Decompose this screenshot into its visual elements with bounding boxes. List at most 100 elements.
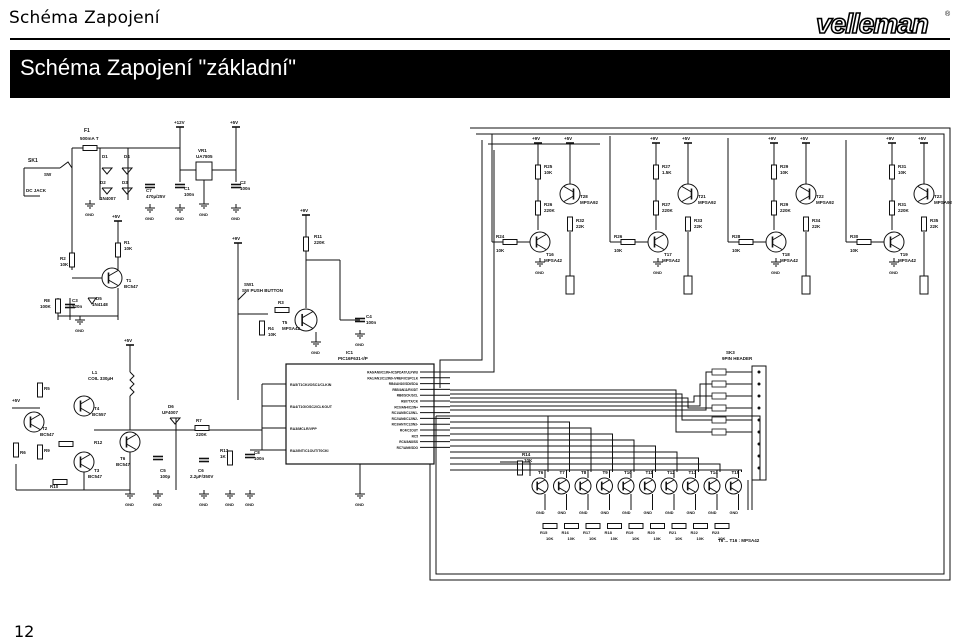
power-label: +9V xyxy=(768,136,776,141)
label-array-transistor: T10 xyxy=(624,470,632,475)
array-feed-wire xyxy=(450,433,613,472)
label-r11: R11 xyxy=(314,234,323,239)
transistor-stage-bottom xyxy=(890,243,901,250)
label-array-transistor: T12 xyxy=(667,470,675,475)
label-stage-r-up: R29 xyxy=(780,164,789,169)
label-stage-r-mid-value: 220K xyxy=(544,208,556,213)
ic1-pin-label-right: RB6/SCK/SCL xyxy=(397,394,418,398)
diode-d1 xyxy=(101,167,114,175)
header-signal-wire xyxy=(450,383,712,407)
transistor-t5 xyxy=(294,308,318,332)
resistor-r10 xyxy=(52,479,68,485)
label-r3: R3 xyxy=(278,300,284,305)
header-signal-wire xyxy=(450,397,712,409)
ic1-pin-label-right: RB7/TX/CK xyxy=(401,400,419,404)
label-r1-value: 10K xyxy=(124,246,133,251)
transistor-array xyxy=(558,479,567,485)
page-number: 12 xyxy=(14,622,35,641)
label-stage-r-up-value: 1.5K xyxy=(662,170,672,175)
label-t4-value: BC557 xyxy=(92,412,107,417)
label-stage-r-out: R34 xyxy=(812,218,821,223)
label-stage-r-up-value: 10K xyxy=(898,170,907,175)
power-label: +12V xyxy=(174,120,185,125)
label-array-note: T6 ... T16 : MPSA42 xyxy=(718,538,760,543)
page-header-title: Schéma Zapojení xyxy=(9,8,160,28)
resistor-array xyxy=(693,523,708,529)
label-d5-value: 1N4148 xyxy=(92,302,108,307)
label-array-resistor-value: 10K xyxy=(718,536,725,541)
label-f1-value: 500mA T xyxy=(80,136,99,141)
transistor-stage-top xyxy=(917,195,928,202)
label-stage-tb: T18 xyxy=(782,252,790,257)
label-r6: R6 xyxy=(20,450,26,455)
label-r2-value: 10K xyxy=(60,262,69,267)
label-c5-value: 100p xyxy=(160,474,171,479)
transistor-array xyxy=(536,487,546,493)
label-sw1-value: SW PUSH BUTTON xyxy=(242,288,283,293)
ic1-pin-label-right: RC0/AN4/C2IN+ xyxy=(394,405,418,409)
array-feed-wire xyxy=(450,451,678,472)
power-label: +5V xyxy=(564,136,572,141)
label-stage-r-up: R31 xyxy=(898,164,907,169)
label-r10: R10 xyxy=(50,484,59,489)
label-c3-value: 220n xyxy=(72,304,83,309)
ic1-pin-label-left: RA3/MCLR/VPP xyxy=(290,427,317,431)
resistor-r-out xyxy=(921,216,927,232)
label-ic1-value: PIC16F631-I/P xyxy=(338,356,368,361)
label-sk3-value: 9PIN HEADER xyxy=(722,356,753,361)
header-pin xyxy=(757,370,761,374)
label-array-resistor: R16 xyxy=(562,530,570,535)
output-connector xyxy=(683,275,693,295)
transistor-array xyxy=(579,479,589,485)
header-pin xyxy=(757,394,761,398)
label-r14: R14 xyxy=(522,452,531,457)
label-t5-value: MPSA42 xyxy=(282,326,301,331)
label-stage-tb: T17 xyxy=(664,252,672,257)
transistor-stage-top xyxy=(681,186,692,193)
label-r2: R2 xyxy=(60,256,66,261)
label-stage-r-in-value: 10K xyxy=(850,248,859,253)
label-stage-tb-value: MPSA42 xyxy=(780,258,799,263)
label-ic1: IC1 xyxy=(346,350,354,355)
label-d4: D4 xyxy=(124,154,130,159)
header-signal-wire xyxy=(450,395,712,403)
power-label: +9V xyxy=(532,136,540,141)
resistor-array xyxy=(671,523,687,529)
label-array-gnd: GND xyxy=(644,511,653,515)
transistor-array xyxy=(708,487,718,493)
transistor-stage-top xyxy=(917,186,928,193)
label-stage-r-up-value: 10K xyxy=(544,170,553,175)
array-feed-wire xyxy=(450,457,699,472)
resistor-array xyxy=(714,523,730,529)
resistor-r-up xyxy=(889,164,895,180)
label-array-resistor: R23 xyxy=(712,530,720,535)
label-array-resistor-value: 10K xyxy=(568,536,575,541)
transistor-array xyxy=(644,479,653,485)
label-stage-tb-value: MPSA42 xyxy=(544,258,563,263)
resistor-r8 xyxy=(55,298,61,314)
transistor-array xyxy=(687,479,696,485)
resistor-r-out xyxy=(685,216,691,232)
label-stage-r-in-value: 10K xyxy=(614,248,623,253)
ground-label: GND xyxy=(231,216,240,221)
label-array-resistor: R22 xyxy=(691,530,699,535)
label-d6: D6 xyxy=(168,404,174,409)
ic1-pin-label-right: RC4/C2OUT xyxy=(400,429,418,433)
label-stage-r-in-value: 10K xyxy=(732,248,741,253)
array-input-wire xyxy=(500,461,531,476)
ic1-pin-label-right: RB5/AN11/RX/DT xyxy=(392,388,418,392)
transistor-t2 xyxy=(30,423,41,430)
output-bus-outline xyxy=(429,127,951,581)
label-array-transistor: T11 xyxy=(646,470,654,475)
ic1-pin-label-right: RA1/AN1/C12IN0-/VREF/ICSPCLK xyxy=(367,376,418,380)
label-stage-r-mid: R27 xyxy=(662,202,671,207)
label-array-transistor: T13 xyxy=(689,470,697,475)
diode-d5 xyxy=(87,297,97,305)
ic1-pin-label-right: RC5 xyxy=(412,434,419,438)
transistor-array xyxy=(665,487,675,493)
resistor-r11 xyxy=(303,236,309,252)
transistor-array xyxy=(622,487,632,493)
label-r1: R1 xyxy=(124,240,130,245)
label-c7-value: 470µ/25V xyxy=(146,194,165,199)
label-c2-value: 100n xyxy=(240,186,251,191)
